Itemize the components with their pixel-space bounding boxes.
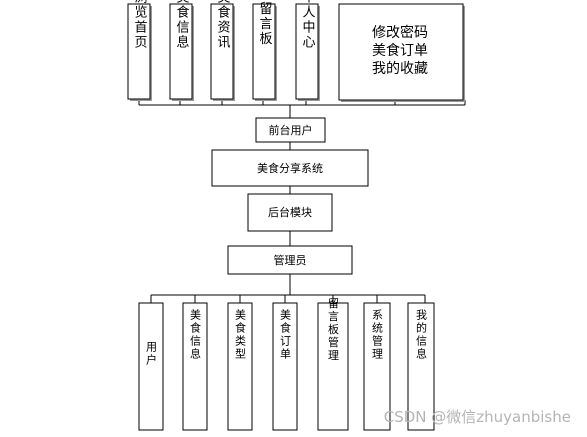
module-label-food-info: 美食信息 [174,0,190,50]
module-label-food-news: 美食资讯 [215,0,231,50]
module-box-system-management: 系统管理 [363,302,391,431]
module-box-message-board: 留言板 [252,2,277,101]
module-box-my-info: 我的信息 [407,302,435,431]
module-box-users: 用户 [138,302,164,431]
module-label-browse-home: 浏览首页 [132,0,148,50]
admin-box: 管理员 [227,245,353,275]
bottom-modules: 用户 美食信息 美食类型 美食订单 留言板管理 系统管理 我的信息 [138,297,435,431]
module-label-system-management: 系统管理 [371,309,384,361]
personal-item-food-orders: 美食订单 [372,42,428,59]
backend-module-box: 后台模块 [247,193,333,232]
module-box-personal-center: 个人中心 [295,0,320,101]
module-box-admin-food-orders: 美食订单 [272,302,298,431]
personal-item-my-favorites: 我的收藏 [372,61,428,77]
top-modules: 浏览首页 美食信息 美食资讯 留言板 个人中心 修改密码 美食订单 我的收藏 [127,0,465,102]
module-label-my-info: 我的信息 [415,309,428,361]
frontend-user-box: 前台用户 [255,117,326,143]
module-label-admin-food-info: 美食信息 [189,309,202,361]
module-box-browse-home: 浏览首页 [127,0,152,101]
module-box-admin-food-info: 美食信息 [182,302,208,431]
system-box: 美食分享系统 [211,149,369,187]
module-box-food-info: 美食信息 [169,0,194,101]
module-label-food-types: 美食类型 [234,309,247,361]
system-label: 美食分享系统 [257,161,323,175]
bottom-connectors [150,294,426,303]
module-label-personal-center: 个人中心 [300,0,316,50]
watermark-text: CSDN @微信zhuyanbishe [384,408,571,426]
module-label-message-board: 留言板 [257,2,273,47]
module-box-food-types: 美食类型 [227,302,253,431]
frontend-user-label: 前台用户 [269,123,313,137]
module-label-users: 用户 [145,341,158,367]
personal-item-change-password: 修改密码 [372,24,428,41]
backend-module-label: 后台模块 [268,205,312,219]
admin-label: 管理员 [274,253,307,267]
personal-center-detail-box: 修改密码 美食订单 我的收藏 [338,3,465,102]
module-label-message-board-management: 留言板管理 [327,297,340,362]
module-label-admin-food-orders: 美食订单 [279,309,292,361]
module-box-food-news: 美食资讯 [210,0,235,101]
module-box-message-board-management: 留言板管理 [317,297,349,431]
